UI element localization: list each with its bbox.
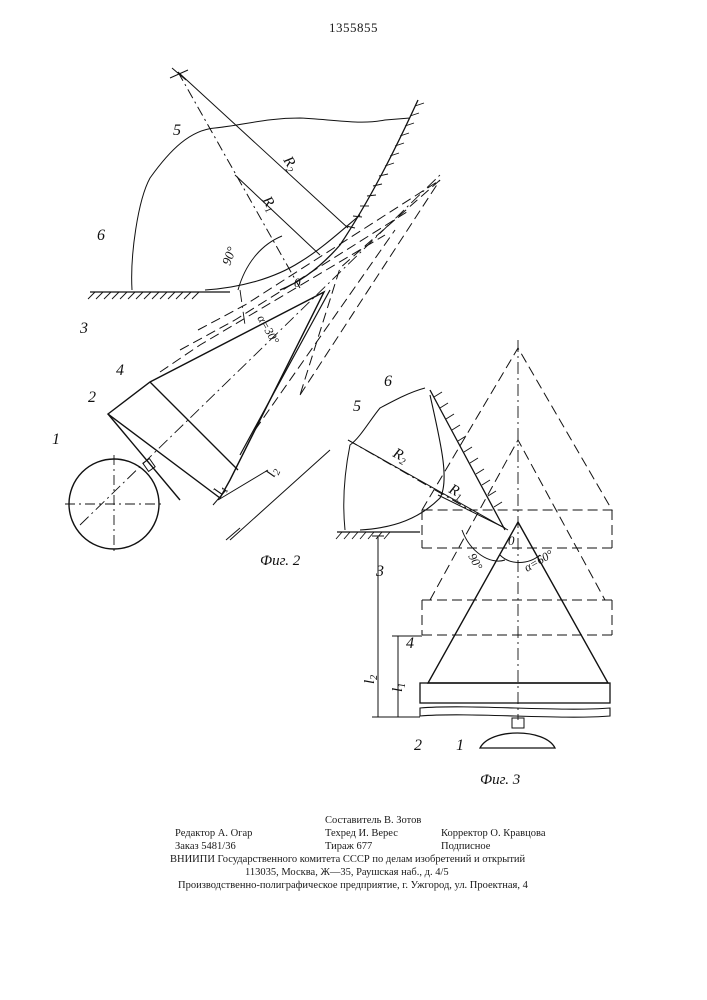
fig3-label-90: 90° xyxy=(465,551,485,573)
imprint-compiler: Составитель В. Зотов xyxy=(325,814,421,827)
fig2-ground-line xyxy=(88,292,230,299)
fig3-label-4: 4 xyxy=(406,635,414,652)
imprint-printer: Производственно-полиграфическое предприя… xyxy=(178,879,528,892)
imprint-block: Составитель В. Зотов Редактор А. Огар Те… xyxy=(175,814,595,892)
fig2-label-6: 6 xyxy=(97,227,105,244)
fig3-label-3: 3 xyxy=(375,563,384,580)
imprint-order: Заказ 5481/36 xyxy=(175,840,236,853)
imprint-corrector: Корректор О. Кравцова xyxy=(441,827,545,840)
fig2-dimensions xyxy=(213,450,330,540)
fig3-label-2: 2 xyxy=(414,737,422,754)
fig3-drum xyxy=(480,733,555,748)
fig2-label-r2: R2 xyxy=(277,153,300,175)
imprint-editor: Редактор А. Огар xyxy=(175,827,252,840)
imprint-address: 113035, Москва, Ж—35, Раушская наб., д. … xyxy=(245,866,449,879)
fig3-label-1: 1 xyxy=(456,737,464,754)
fig2-label-l2: l2 xyxy=(263,465,283,481)
figure-3 xyxy=(336,340,612,748)
fig2-labels: 5 6 3 4 2 1 R2 R1 90° 0 α=30° l1 l2 Фиг.… xyxy=(52,122,301,569)
fig3-cutter-cone xyxy=(420,522,610,717)
fig3-label-o: 0 xyxy=(508,533,515,548)
figure-2 xyxy=(65,68,440,553)
fig3-label-l2: l2 xyxy=(362,675,380,684)
fig2-label-90: 90° xyxy=(219,245,239,267)
fig2-label-1: 1 xyxy=(52,431,60,448)
fig2-label-l1: l1 xyxy=(211,483,231,499)
fig2-label-2: 2 xyxy=(88,389,96,406)
fig3-label-6: 6 xyxy=(384,373,392,390)
imprint-circulation: Тираж 677 xyxy=(325,840,372,853)
fig2-label-4: 4 xyxy=(116,362,124,379)
fig2-caption: Фиг. 2 xyxy=(260,553,301,569)
fig2-label-alpha: α=30° xyxy=(254,313,282,347)
fig3-label-r1: R1 xyxy=(444,481,466,504)
fig3-label-l1: l1 xyxy=(390,683,408,692)
fig2-label-3: 3 xyxy=(79,320,88,337)
fig3-caption: Фиг. 3 xyxy=(480,772,520,788)
fig2-label-5: 5 xyxy=(173,122,181,139)
fig3-label-5: 5 xyxy=(353,398,361,415)
fig2-drum xyxy=(65,455,163,553)
fig3-label-alpha: α=60° xyxy=(522,547,556,575)
patent-drawing: 5 6 3 4 2 1 R2 R1 90° 0 α=30° l1 l2 Фиг.… xyxy=(0,0,707,800)
imprint-vniipi: ВНИИПИ Государственного комитета СССР по… xyxy=(170,853,525,866)
imprint-subscription: Подписное xyxy=(441,840,490,853)
fig2-radius-lines xyxy=(178,72,348,288)
fig2-label-r1: R1 xyxy=(256,193,279,215)
fig2-label-o: 0 xyxy=(294,275,301,290)
imprint-techred: Техред И. Верес xyxy=(325,827,398,840)
